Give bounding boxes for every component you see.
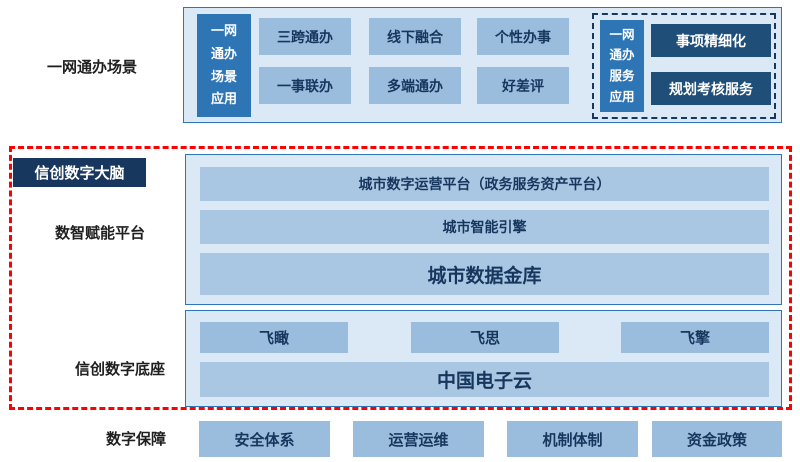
brain-badge: 信创数字大脑 — [13, 158, 146, 187]
service-app-group: 一网 通办 服务 应用 事项精细化 规划考核服务 — [592, 13, 776, 119]
label-scene-section: 一网通办场景 — [46, 58, 137, 76]
service-item: 规划考核服务 — [651, 72, 771, 105]
platform-bar: 城市数字运营平台（政务服务资产平台） — [200, 167, 769, 201]
base-chip: 飞擎 — [621, 322, 769, 353]
service-app-block: 一网 通办 服务 应用 — [600, 20, 644, 112]
scene-grid-item: 好差评 — [477, 67, 569, 104]
brain-outline — [9, 146, 792, 410]
base-chip: 飞瞰 — [200, 322, 348, 353]
label-platform: 数智赋能平台 — [54, 224, 145, 242]
platform-box: 城市数字运营平台（政务服务资产平台） 城市智能引擎 城市数据金库 — [185, 154, 782, 305]
platform-bar: 城市智能引擎 — [200, 210, 769, 244]
guarantee-item: 机制体制 — [507, 421, 638, 457]
guarantee-item: 安全体系 — [199, 421, 330, 457]
platform-bar: 城市数据金库 — [200, 253, 769, 295]
service-item: 事项精细化 — [651, 24, 771, 57]
scene-grid-item: 三跨通办 — [259, 18, 351, 55]
scene-grid-item: 线下融合 — [369, 18, 461, 55]
guarantee-item: 运营运维 — [353, 421, 484, 457]
guarantee-item: 资金政策 — [652, 421, 782, 457]
base-chip: 飞思 — [411, 322, 559, 353]
scene-grid-item: 一事联办 — [259, 67, 351, 104]
label-base: 信创数字底座 — [74, 360, 165, 378]
base-box: 飞瞰 飞思 飞擎 中国电子云 — [185, 310, 782, 407]
label-guarantee: 数字保障 — [105, 430, 166, 448]
scene-box: 一网 通办 场景 应用 三跨通办 线下融合 个性办事 一事联办 多端通办 好差评… — [183, 7, 782, 123]
cloud-bar: 中国电子云 — [200, 362, 769, 397]
scene-grid-item: 多端通办 — [369, 67, 461, 104]
scene-grid-item: 个性办事 — [477, 18, 569, 55]
scene-app-block: 一网 通办 场景 应用 — [197, 14, 251, 117]
